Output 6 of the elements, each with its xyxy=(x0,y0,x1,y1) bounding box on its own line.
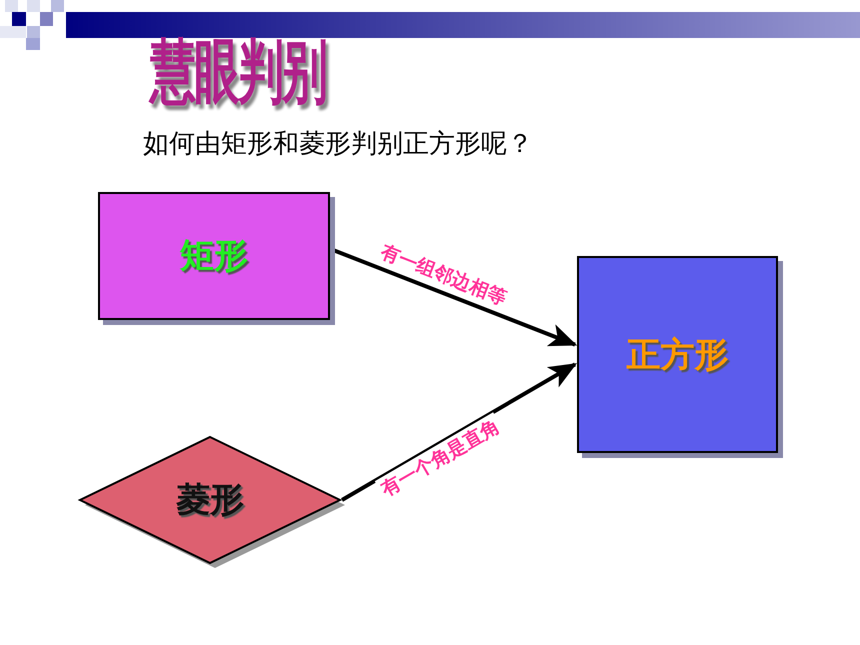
shape-label: 正方形 xyxy=(626,334,728,376)
arrow xyxy=(341,362,578,502)
shape-label: 菱形 xyxy=(176,479,244,522)
shape-label: 矩形 xyxy=(180,235,248,278)
title: 慧眼判别 xyxy=(150,30,326,114)
question-text: 如何由矩形和菱形判别正方形呢？ xyxy=(143,128,533,161)
